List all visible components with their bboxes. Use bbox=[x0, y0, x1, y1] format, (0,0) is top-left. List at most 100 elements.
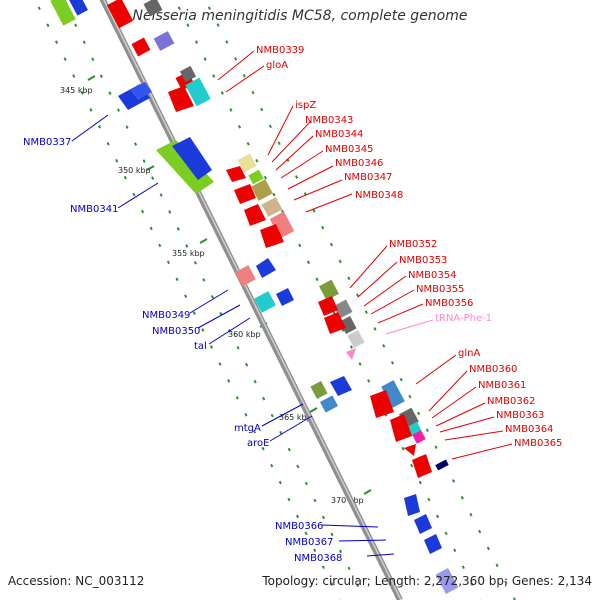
gene-NMB0364-arrow[interactable] bbox=[404, 444, 416, 456]
leader-NMB0352 bbox=[349, 245, 388, 289]
gene-label-NMB0349[interactable]: NMB0349 bbox=[142, 310, 190, 321]
forward-leader-lines bbox=[217, 50, 513, 460]
gene-label-tal[interactable]: tal bbox=[194, 341, 207, 352]
leader-glnA bbox=[415, 354, 457, 385]
gene-tRNA-Phe-1-arrow[interactable] bbox=[346, 348, 356, 360]
leader-NMB0367 bbox=[338, 539, 387, 542]
leader-NMB0354 bbox=[363, 275, 407, 307]
gene-label-NMB0346[interactable]: NMB0346 bbox=[335, 158, 383, 169]
gene-label-NMB0363[interactable]: NMB0363 bbox=[496, 410, 544, 421]
tick-365 bbox=[309, 407, 318, 413]
gene-aroE-block[interactable] bbox=[320, 395, 338, 413]
gene-NMB0355-arrow[interactable] bbox=[324, 312, 346, 334]
gene-gloA-arrow[interactable] bbox=[168, 86, 194, 112]
gene-NMB0339-block-2[interactable] bbox=[179, 65, 197, 83]
gene-NMB0344-arrow[interactable] bbox=[226, 166, 246, 182]
gene-label-NMB0355[interactable]: NMB0355 bbox=[416, 284, 464, 295]
gene-label-NMB0344[interactable]: NMB0344 bbox=[315, 129, 363, 140]
gene-block-blue-bottom bbox=[435, 568, 459, 594]
gene-label-NMB0337[interactable]: NMB0337 bbox=[23, 137, 71, 148]
gene-label-NMB0367[interactable]: NMB0367 bbox=[285, 537, 333, 548]
leader-NMB0353 bbox=[357, 261, 398, 298]
gene-NMB0348-arrow[interactable] bbox=[260, 224, 284, 248]
gene-label-NMB0347[interactable]: NMB0347 bbox=[344, 172, 392, 183]
tick-370 bbox=[363, 489, 372, 495]
gene-label-NMB0365[interactable]: NMB0365 bbox=[514, 438, 562, 449]
gene-NMB0341-block[interactable] bbox=[156, 140, 214, 194]
gene-label-NMB0368[interactable]: NMB0368 bbox=[294, 553, 342, 564]
gene-label-mtgA[interactable]: mtgA bbox=[234, 423, 261, 434]
gene-NMB0349-arrow[interactable] bbox=[256, 258, 276, 278]
gene-block-green-top bbox=[50, 0, 76, 26]
leader-NMB0356 bbox=[377, 303, 424, 324]
gene-label-NMB0345[interactable]: NMB0345 bbox=[325, 144, 373, 155]
leader-NMB0350 bbox=[197, 304, 241, 329]
gene-NMB0341-arrow[interactable] bbox=[172, 137, 212, 180]
gene-NMB0368-arrow[interactable] bbox=[424, 534, 442, 554]
gene-label-glnA[interactable]: glnA bbox=[458, 348, 480, 359]
gene-NMB0363-arrow[interactable] bbox=[390, 414, 412, 442]
leader-NMB0364 bbox=[444, 430, 504, 441]
gene-NMB0348-block[interactable] bbox=[269, 211, 295, 239]
gene-label-NMB0352[interactable]: NMB0352 bbox=[389, 239, 437, 250]
gene-label-NMB0356[interactable]: NMB0356 bbox=[425, 298, 473, 309]
gene-NMB0367-arrow[interactable] bbox=[414, 514, 432, 534]
leader-NMB0355 bbox=[370, 289, 415, 315]
gene-NMB0346-arrow[interactable] bbox=[234, 184, 256, 204]
leader-NMB0365 bbox=[451, 443, 513, 460]
gene-label-NMB0343[interactable]: NMB0343 bbox=[305, 115, 353, 126]
gene-NMB0349-block[interactable] bbox=[235, 265, 256, 287]
gene-label-NMB0362[interactable]: NMB0362 bbox=[487, 396, 535, 407]
gene-tal-arrow[interactable] bbox=[276, 288, 294, 306]
tick-355 bbox=[199, 238, 208, 244]
gene-NMB0337-arrow-2[interactable] bbox=[130, 82, 152, 100]
gene-label-NMB0360[interactable]: NMB0360 bbox=[469, 364, 517, 375]
leader-NMB0348 bbox=[305, 193, 353, 213]
gene-label-NMB0341[interactable]: NMB0341 bbox=[70, 204, 118, 215]
gene-glnA-block[interactable] bbox=[381, 380, 405, 408]
gene-NMB0350-block[interactable] bbox=[254, 291, 276, 313]
gene-NMB0347-block[interactable] bbox=[261, 197, 283, 217]
leader-NMB0349 bbox=[189, 289, 229, 314]
gene-NMB0352-block[interactable] bbox=[319, 279, 339, 301]
gene-NMB0365-arrow[interactable] bbox=[412, 454, 432, 478]
leader-aroE bbox=[269, 415, 313, 442]
leader-NMB0337 bbox=[71, 114, 109, 142]
gene-label-NMB0366[interactable]: NMB0366 bbox=[275, 521, 323, 532]
gene-gloA-block[interactable] bbox=[185, 77, 211, 107]
gene-ispZ-block[interactable] bbox=[237, 153, 257, 173]
gene-label-NMB0353[interactable]: NMB0353 bbox=[399, 255, 447, 266]
gene-NMB0354-block[interactable] bbox=[339, 316, 357, 334]
gene-block-purple-top bbox=[153, 31, 175, 51]
gene-NMB0345-block[interactable] bbox=[251, 179, 273, 201]
gene-label-tRNA-Phe-1[interactable]: tRNA-Phe-1 bbox=[435, 313, 492, 324]
gene-aroE-arrow[interactable] bbox=[330, 376, 352, 396]
gene-label-NMB0364[interactable]: NMB0364 bbox=[505, 424, 553, 435]
gene-label-NMB0361[interactable]: NMB0361 bbox=[478, 380, 526, 391]
forward-strand-genes bbox=[106, 0, 449, 478]
gene-label-gloA[interactable]: gloA bbox=[266, 60, 288, 71]
gene-label-NMB0339[interactable]: NMB0339 bbox=[256, 45, 304, 56]
topology-text: Topology: circular; Length: 2,272,360 bp… bbox=[262, 574, 592, 588]
gene-mtgA-block[interactable] bbox=[310, 381, 328, 399]
gene-NMB0366-arrow[interactable] bbox=[404, 494, 420, 516]
gene-NMB0343-block[interactable] bbox=[248, 169, 264, 185]
gene-label-aroE[interactable]: aroE bbox=[247, 438, 269, 449]
gene-glnA-arrow[interactable] bbox=[370, 390, 394, 418]
gene-NMB0362-block[interactable] bbox=[412, 430, 426, 444]
leader-gloA bbox=[225, 65, 265, 93]
gene-NMB0356-block[interactable] bbox=[347, 330, 365, 348]
gene-block-red-2 bbox=[131, 37, 151, 57]
gene-NMB0365-block[interactable] bbox=[435, 459, 449, 471]
gene-label-NMB0348[interactable]: NMB0348 bbox=[355, 190, 403, 201]
gene-label-NMB0350[interactable]: NMB0350 bbox=[152, 326, 200, 337]
kbp-label-350: 350 kbp bbox=[118, 166, 151, 175]
gene-NMB0353-arrow[interactable] bbox=[318, 296, 338, 316]
gene-label-ispZ[interactable]: ispZ bbox=[295, 100, 316, 111]
gene-block-blue-top bbox=[68, 0, 88, 16]
leader-ispZ bbox=[267, 105, 294, 156]
gene-NMB0347-arrow[interactable] bbox=[244, 204, 266, 226]
gene-label-NMB0354[interactable]: NMB0354 bbox=[408, 270, 456, 281]
kbp-label-370: 370 kbp bbox=[331, 496, 364, 505]
